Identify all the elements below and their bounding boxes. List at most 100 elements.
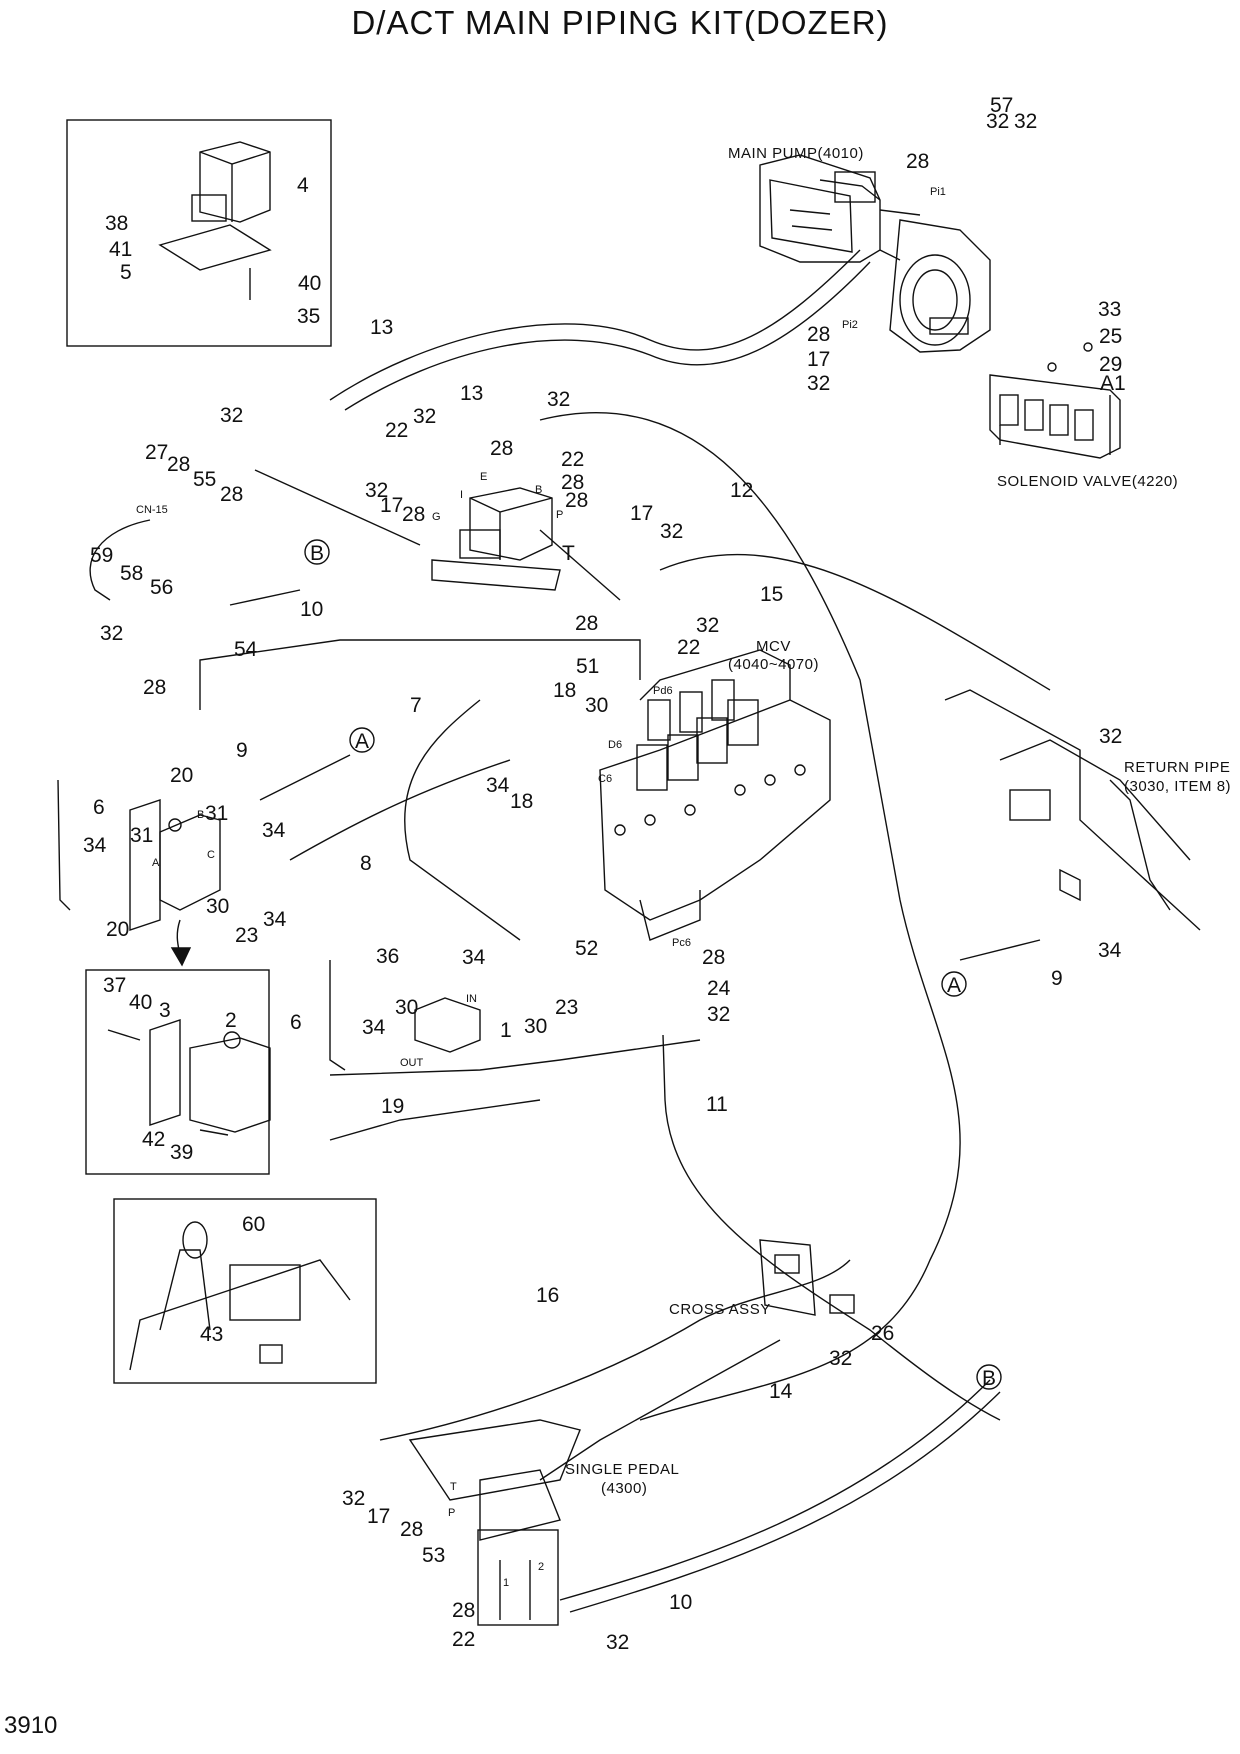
port-label: C6	[598, 773, 612, 785]
part-number-label: 40	[298, 272, 321, 295]
caption-mcv-range: (4040~4070)	[728, 656, 819, 673]
part-number-label: 23	[555, 996, 578, 1019]
return-pipe-drawing	[944, 689, 1201, 931]
part-number-label: 42	[142, 1128, 165, 1151]
part-number-label: 17	[630, 502, 653, 525]
inset-frame-control-console	[113, 1198, 377, 1384]
part-number-label: 40	[129, 991, 152, 1014]
part-number-label: 43	[200, 1323, 223, 1346]
part-number-label: 6	[290, 1011, 302, 1034]
part-number-label: 28	[452, 1599, 475, 1622]
caption-mcv: MCV	[756, 638, 791, 655]
part-number-label: 30	[524, 1015, 547, 1038]
page-number: 3910	[4, 1712, 58, 1739]
part-number-label: 32	[547, 388, 570, 411]
part-number-label: 32	[696, 614, 719, 637]
main-pump-drawing	[759, 154, 991, 353]
port-label: IN	[466, 993, 477, 1005]
part-number-label: 41	[109, 238, 132, 261]
part-number-label: 18	[553, 679, 576, 702]
part-number-label: 7	[410, 694, 422, 717]
part-number-label: 34	[263, 908, 287, 931]
part-number-label: 22	[452, 1628, 475, 1651]
caption-main-pump: MAIN PUMP(4010)	[728, 145, 864, 162]
port-label: 2	[538, 1561, 544, 1573]
part-number-label: 16	[536, 1284, 559, 1307]
part-number-label: 30	[395, 996, 418, 1019]
part-number-label: 37	[103, 974, 126, 997]
inset-solenoid-block-drawing	[158, 141, 272, 300]
part-number-label: 32	[1014, 110, 1037, 133]
part-number-label: 52	[575, 937, 598, 960]
caption-return-pipe: RETURN PIPE	[1124, 759, 1230, 776]
reference-circle-a-right	[941, 971, 967, 997]
part-number-label: 10	[300, 598, 323, 621]
part-number-label: 17	[807, 348, 830, 371]
part-number-label: 29	[1099, 353, 1122, 376]
part-number-label: 28	[402, 503, 425, 526]
part-number-label: 32	[606, 1631, 629, 1654]
hose-lines	[57, 249, 1051, 1613]
caption-single-pedal: SINGLE PEDAL	[565, 1461, 679, 1478]
part-number-label: 15	[760, 583, 783, 606]
part-number-label: 32	[365, 479, 388, 502]
part-number-label: 38	[105, 212, 128, 235]
part-number-label: 31	[205, 802, 228, 825]
part-number-label: 17	[380, 494, 403, 517]
part-number-label: 26	[871, 1322, 894, 1345]
part-number-label: 18	[510, 790, 533, 813]
part-number-label: 9	[236, 739, 248, 762]
caption-solenoid-valve: SOLENOID VALVE(4220)	[997, 473, 1178, 490]
port-label: P	[556, 509, 563, 521]
part-number-label: 28	[702, 946, 725, 969]
port-label: 1	[503, 1577, 509, 1589]
part-number-label: 9	[1051, 967, 1063, 990]
part-number-label: 19	[381, 1095, 404, 1118]
part-number-label: 28	[807, 323, 830, 346]
part-number-label: 2	[225, 1009, 237, 1032]
console-drawing	[129, 1221, 351, 1371]
part-number-label: 32	[100, 622, 123, 645]
part-number-label: 58	[120, 562, 143, 585]
left-valve-block-drawing	[129, 799, 221, 931]
mcv-drawing	[599, 649, 831, 941]
part-number-label: 32	[707, 1003, 730, 1026]
part-number-label: 35	[297, 305, 320, 328]
reference-circle-a-left	[349, 727, 375, 753]
part-number-label: 59	[90, 544, 113, 567]
part-number-label: 13	[460, 382, 483, 405]
pilot-block-drawing	[431, 487, 561, 591]
part-number-label: 30	[206, 895, 229, 918]
part-number-label: 33	[1098, 298, 1121, 321]
part-number-label: 22	[561, 448, 584, 471]
part-number-label: 32	[1099, 725, 1122, 748]
port-label: A1	[1100, 372, 1126, 395]
part-number-label: 5	[120, 261, 132, 284]
part-number-label: 3	[159, 999, 171, 1022]
reference-label-a: A	[355, 730, 369, 753]
part-number-label: 34	[262, 819, 286, 842]
part-number-label: 27	[145, 441, 168, 464]
single-pedal-drawing	[408, 1419, 581, 1626]
solenoid-valve-drawing	[989, 342, 1121, 459]
inset-frame-valve-block	[85, 969, 270, 1175]
port-label: T	[450, 1481, 457, 1493]
part-number-label: 32	[660, 520, 683, 543]
part-number-label: 8	[360, 852, 372, 875]
port-label: P	[448, 1507, 455, 1519]
cross-assy-drawing	[759, 1239, 855, 1316]
part-number-label: 22	[385, 419, 408, 442]
part-number-label: 32	[342, 1487, 365, 1510]
part-number-label: 11	[706, 1093, 728, 1116]
part-number-label: 28	[400, 1518, 423, 1541]
port-label: OUT	[400, 1057, 424, 1069]
part-number-label: 1	[500, 1019, 512, 1042]
port-label: A	[152, 857, 160, 869]
part-number-label: 6	[93, 796, 105, 819]
port-label: G	[432, 511, 441, 523]
part-number-label: 32	[986, 110, 1009, 133]
part-number-label: 34	[362, 1016, 386, 1039]
caption-single-pedal-num: (4300)	[601, 1480, 647, 1497]
part-number-label: 34	[83, 834, 107, 857]
